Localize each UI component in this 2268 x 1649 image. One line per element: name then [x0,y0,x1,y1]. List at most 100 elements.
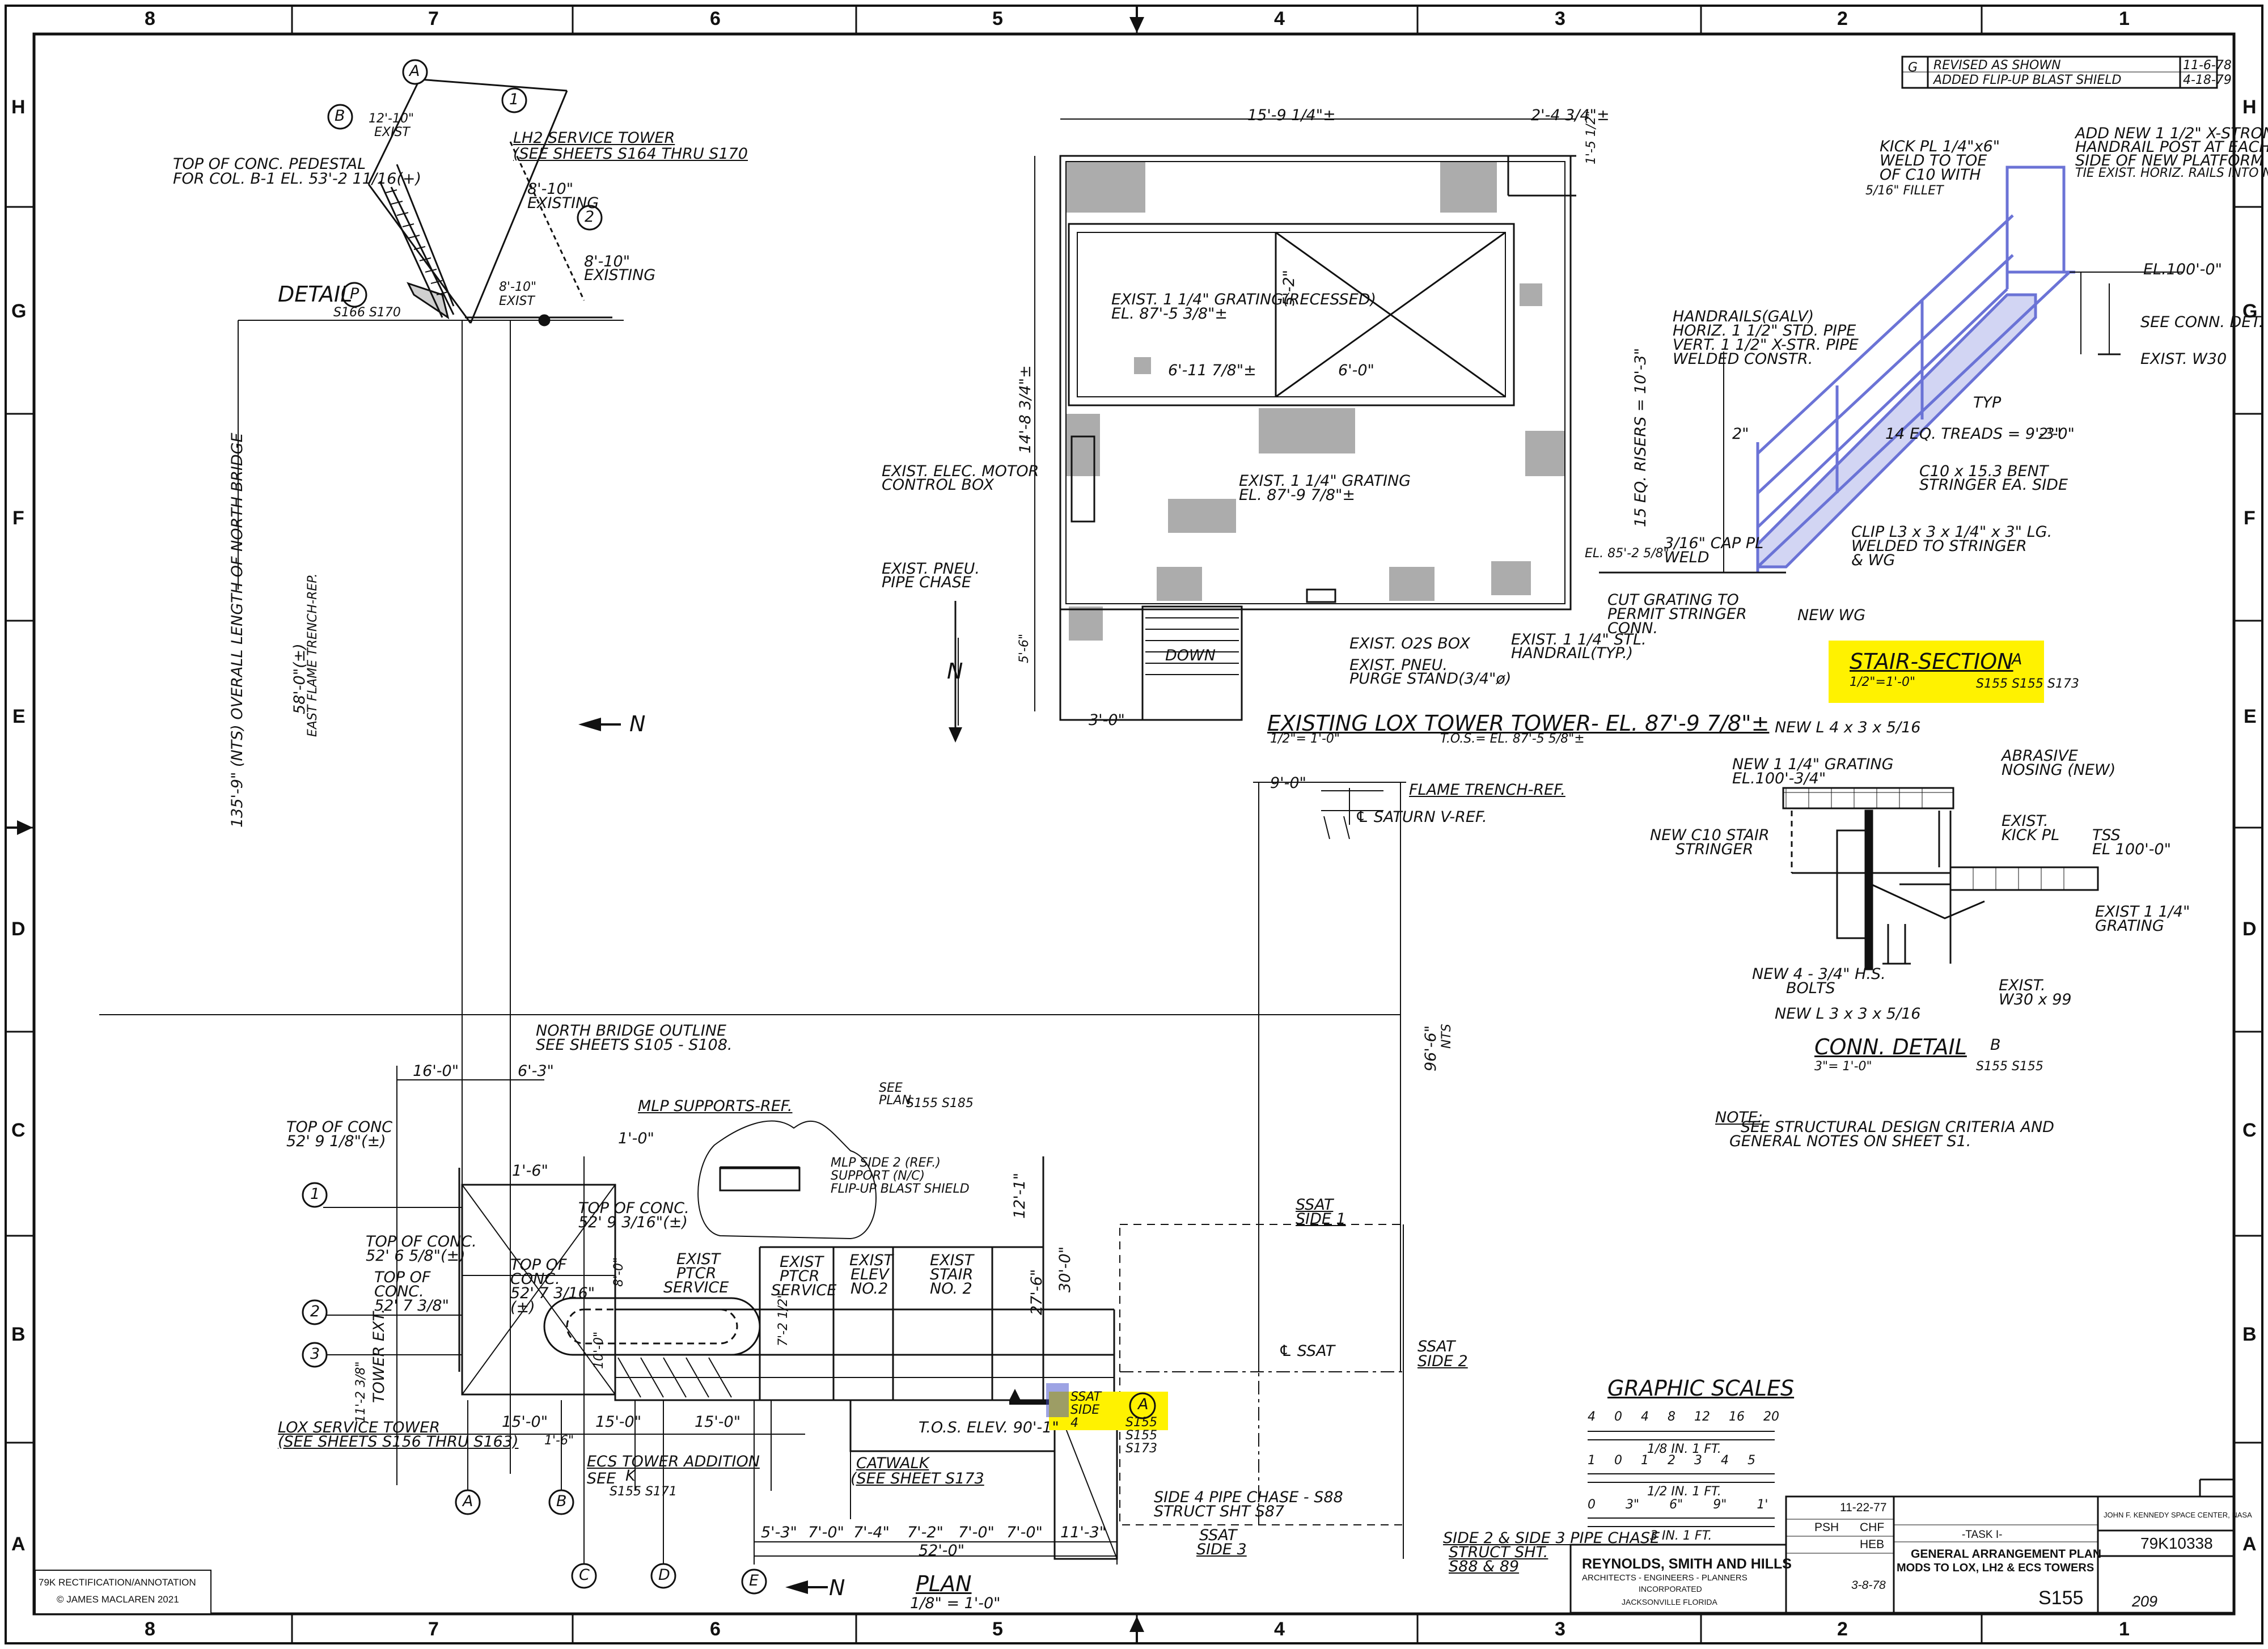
lox-handrail-2: HANDRAIL(TYP.) [1511,645,1634,662]
note-title: NOTE: [1715,1109,1763,1126]
conn-ref: S155 S155 [1976,1059,2043,1074]
stair-treads: 14 EQ. TREADS = 9'-3" [1885,425,2062,443]
top-conc-2: TOP OF CONC. [578,1199,689,1217]
conn-exist-grating-2: GRATING [2095,917,2164,935]
scale-2-tick-0: 1 [1588,1453,1596,1468]
row-label-h-right: H [2242,96,2257,118]
stair-kick-3: OF C10 WITH [1880,166,1981,184]
col-label-8: 8 [145,8,155,29]
dim-96-6: 96'-6" [1422,1025,1440,1071]
plan-dim-1-6b: 1'-6" [544,1434,574,1448]
bubble-left-3: 3 [310,1345,320,1363]
plan-dim-16: 16'-0" [413,1062,459,1080]
scale-2-tick-1: 0 [1614,1453,1622,1468]
row-label-f: F [12,507,24,529]
plan-dim-6-3: 6'-3" [518,1062,554,1080]
graphic-scales-title: GRAPHIC SCALES [1607,1376,1795,1401]
col-label-5-bottom: 5 [992,1618,1003,1640]
stair-dim-2in: 2" [1732,425,1749,443]
dim-12-10: 12'-10" [369,112,414,126]
col-label-1-bottom: 1 [2119,1618,2130,1640]
ssat-side-2-b: SIDE 2 [1417,1353,1468,1370]
lox-dim-left: 14'-8 3/4"± [1017,365,1034,453]
dim-8-10-a: 8'-10" [527,180,574,198]
conn-exist-w: EXIST. [1999,977,2046,994]
dim-8-10-b-exist: EXISTING [584,266,656,284]
credit-box [35,1570,211,1614]
plan-dim-bottom-6: 11'-3" [1060,1524,1107,1541]
revision-date-2: 4-18-79 [2183,73,2232,87]
north-bridge-outline-2: SEE SHEETS S105 - S108. [536,1036,733,1054]
row-label-c: C [11,1120,26,1141]
top-conc-1-el: 52' 9 1/8"(±) [286,1133,386,1150]
scale-1-tick-2: 4 [1641,1410,1649,1424]
stair-clip: CLIP L3 x 3 x 1/4" x 3" LG. [1851,523,2053,541]
scale-1-tick-1: 0 [1614,1410,1622,1424]
lox-title: EXISTING LOX TOWER TOWER- EL. 87'-9 7/8"… [1267,711,1770,736]
plan-dim-1-6: 1'-6" [512,1162,548,1180]
stair-cut-2: PERMIT STRINGER [1607,605,1747,623]
conn-tss: TSS [2092,826,2121,844]
lox-scale: 1/2"= 1'-0" [1270,732,1340,746]
tb-title-2: MODS TO LOX, LH2 & ECS TOWERS [1897,1562,2094,1574]
stair-handrails: HANDRAILS(GALV) [1673,308,1814,325]
stair-risers: 15 EQ. RISERS = 10'-3" [1632,347,1649,527]
firm-name: REYNOLDS, SMITH AND HILLS [1582,1556,1792,1572]
scale-1-label: 1/8 IN. 1 FT. [1647,1442,1721,1456]
stair-cap: 3/16" CAP PL [1664,535,1764,552]
row-label-b: B [11,1324,26,1345]
plan-dim-12-1: 12'-1" [1011,1172,1029,1219]
ssat-centerline: ℄ SSAT [1279,1342,1335,1360]
ecs-mark: K [625,1467,636,1485]
row-label-a: A [11,1533,26,1555]
credit-line-2: © JAMES MACLAREN 2021 [57,1594,179,1605]
bubble-b-label: B [335,107,345,125]
center-arrows [7,7,1144,1642]
col-label-7: 7 [428,8,439,29]
scale-2-ticks: 1 0 1 2 3 4 5 [1588,1454,1755,1467]
plan-dim-30-0: 30'-0" [1056,1246,1074,1292]
row-label-g: G [11,300,27,322]
flame-rep-label: EAST FLAME TRENCH-REP. [306,573,320,737]
dim-8-10-c: 8'-10" [499,280,537,294]
stair-exist-w: EXIST. W30 [2140,350,2227,368]
ssat-side-3: SSAT [1199,1527,1237,1544]
ptcr-service-b-label-2: PTCR [780,1268,820,1285]
plan-dim-15a: 15'-0" [502,1413,548,1431]
row-label-b-right: B [2242,1324,2257,1345]
row-label-h: H [11,96,26,118]
lox-o2-box: EXIST. O2S BOX [1349,635,1470,652]
support-nc: SUPPORT (N/C) [831,1169,925,1183]
firm-name-2: ARCHITECTS - ENGINEERS - PLANNERS [1582,1573,1747,1583]
lox-north-label: N [947,659,963,684]
callout-ref: S155 S155 S173 [1125,1415,1157,1456]
tb-title-1: GENERAL ARRANGEMENT PLAN [1911,1548,2102,1561]
top-conc-5: TOP OF [510,1256,567,1274]
col-label-4-bottom: 4 [1274,1618,1285,1640]
firm-name-3: INCORPORATED [1639,1584,1702,1593]
dim-9-0: 9'-0" [1270,774,1306,792]
scale-1-tick-5: 16 [1729,1410,1745,1424]
col-label-2-bottom: 2 [1837,1618,1848,1640]
lox-dim-top: 15'-9 1/4"± [1247,107,1336,124]
stair-c10-2: STRINGER EA. SIDE [1919,476,2068,494]
stair-add-post-2: HANDRAIL POST AT EACH [2075,138,2268,156]
tb-dwg-no: 79K10338 [2140,1534,2213,1552]
stair-label-3: NO. 2 [930,1280,972,1298]
stair-scale: 1/2"=1'-0" [1850,675,1916,689]
lox-down: DOWN [1165,647,1216,664]
ptcr-service-label-2: PTCR [676,1265,717,1282]
elev-label-2: ELEV [850,1266,889,1283]
row-label-e: E [12,706,26,727]
plan-north-label: N [829,1575,845,1600]
side-2-chase-2: STRUCT SHT. [1449,1544,1548,1561]
plan-dim-15b: 15'-0" [595,1413,642,1431]
conn-kick: EXIST. [2002,812,2049,830]
lox-dim-left-2: 5'-6" [1017,633,1031,663]
graphic-scales-drawing [1588,1431,1775,1527]
top-conc-5-pm: (±) [510,1299,535,1316]
detail-p-title: DETAIL [278,282,353,307]
lh2-tower-ref: (SEE SHEETS S164 THRU S170 [513,145,748,163]
lox-tos: T.O.S.= EL. 87'-5 5/8"± [1440,732,1585,746]
